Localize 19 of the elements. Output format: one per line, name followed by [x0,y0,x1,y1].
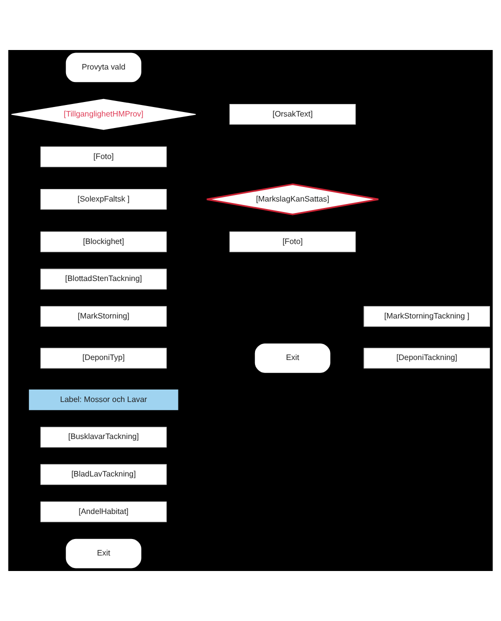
node-box: Exit [254,343,330,373]
node-box: [OrsakText] [229,104,356,125]
node-box: Label: Mossor och Lavar [28,390,178,410]
node-box: Exit [66,538,142,568]
node-box: [MarkStorning] [40,306,167,327]
node-box: [DeponiTyp] [40,348,167,368]
node-box: Provyta vald [66,52,142,82]
node-box: [MarkStorningTackning ] [364,306,490,327]
node-diamond: [TillganglighetHMProv] [11,98,196,130]
node-diamond: [MarkslagKanSattas] [206,183,380,216]
node-box: [Foto] [229,231,356,252]
node-box: [BusklavarTackning] [40,426,167,448]
node-box: [Blockighet] [40,231,167,252]
node-box: [BladLavTackning] [40,464,167,485]
node-box: [BlottadStenTackning] [40,268,167,290]
node-box: [AndelHabitat] [40,502,167,522]
node-box: [Foto] [40,146,167,168]
node-box: [SolexpFaltsk ] [40,188,167,210]
node-box: [DeponiTackning] [364,348,490,368]
